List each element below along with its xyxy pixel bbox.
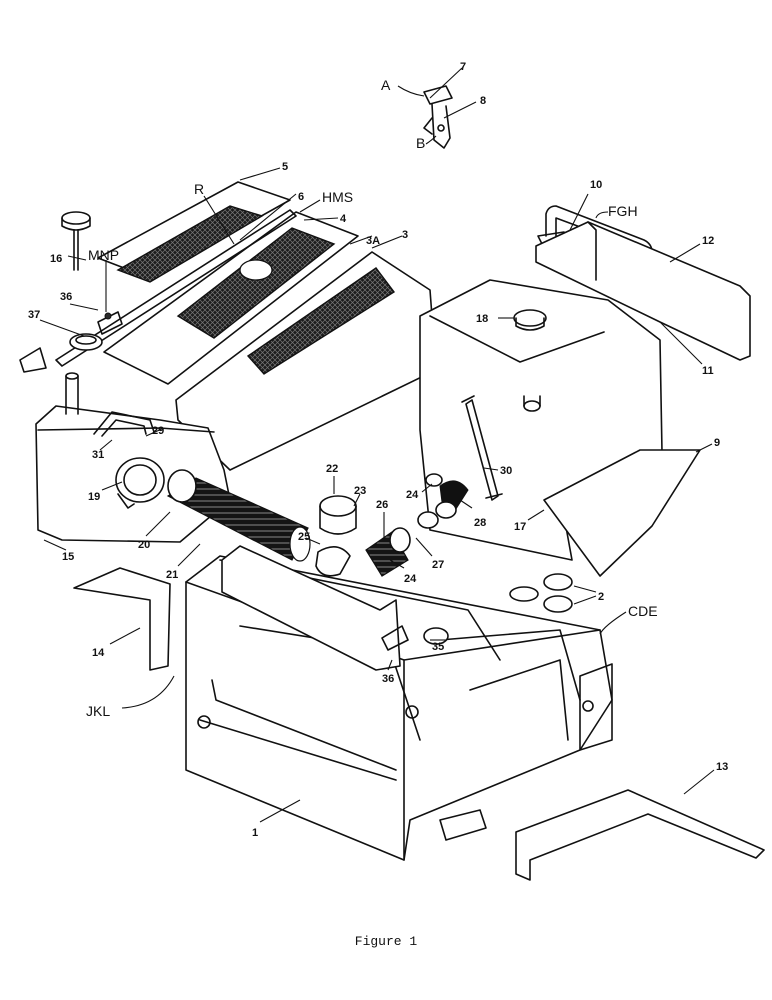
leader-lines [39, 67, 715, 823]
filter-22 [315, 495, 357, 577]
right-tank-17 [419, 279, 663, 561]
callout-12: 12 [702, 235, 714, 247]
top-panel-4 [103, 211, 359, 385]
callout-B: B [416, 135, 425, 151]
callout-FGH: FGH [608, 203, 638, 219]
callout-14: 14 [92, 647, 105, 659]
callout-HMS: HMS [322, 189, 353, 205]
callout-8: 8 [480, 95, 486, 107]
callout-3: 3 [402, 229, 408, 241]
callout-26: 26 [376, 499, 388, 511]
callout-24-upper: 24 [406, 489, 419, 501]
callout-18: 18 [476, 313, 488, 325]
callout-JKL: JKL [86, 703, 110, 719]
top-panel-5 [97, 181, 291, 283]
callout-27: 27 [432, 559, 444, 571]
figure-caption: Figure 1 [354, 934, 418, 949]
callout-2: 2 [598, 591, 604, 603]
callout-24-lower: 24 [404, 573, 417, 585]
callout-36-top: 36 [60, 291, 72, 303]
callout-13: 13 [716, 761, 728, 773]
callout-3A: 3A [366, 235, 380, 247]
callout-30: 30 [500, 465, 512, 477]
callout-20: 20 [138, 539, 150, 551]
callout-MNP: MNP [88, 247, 119, 263]
callout-17: 17 [514, 521, 526, 533]
bracket-36-top [97, 311, 123, 335]
callout-22: 22 [326, 463, 338, 475]
callout-7: 7 [460, 61, 466, 73]
panel-13 [515, 789, 765, 881]
rings-2 [509, 573, 573, 613]
elbow-26 [365, 501, 457, 577]
clamp-19 [115, 457, 165, 509]
callout-23: 23 [354, 485, 366, 497]
callout-labels: A 7 8 B 5 R 6 HMS 4 3A 3 16 MNP 36 37 10… [28, 61, 728, 839]
callout-5: 5 [282, 161, 288, 173]
callout-31: 31 [92, 449, 104, 461]
callout-10: 10 [590, 179, 602, 191]
callout-35: 35 [432, 641, 444, 653]
wing-panel-9 [543, 449, 701, 577]
callout-CDE: CDE [628, 603, 658, 619]
callout-21: 21 [166, 569, 178, 581]
callout-36-frame: 36 [382, 673, 394, 685]
callout-4: 4 [340, 213, 347, 225]
callout-9: 9 [714, 437, 720, 449]
callout-A: A [381, 77, 391, 93]
cap-16 [61, 211, 91, 271]
callout-16: 16 [50, 253, 62, 265]
callout-19: 19 [88, 491, 100, 503]
callout-28: 28 [474, 517, 486, 529]
strainer-37 [69, 333, 103, 351]
bracket-31 [93, 411, 155, 437]
callout-37: 37 [28, 309, 40, 321]
strap-30 [461, 395, 503, 501]
side-panel-12 [535, 221, 751, 361]
callout-11: 11 [702, 365, 714, 377]
callout-6: 6 [298, 191, 304, 203]
rail-6 [19, 209, 297, 373]
wing-panel-14 [73, 567, 171, 671]
callout-1: 1 [252, 827, 258, 839]
callout-25: 25 [298, 531, 310, 543]
callout-29: 29 [152, 425, 164, 437]
clip-bracket [423, 85, 453, 149]
callout-R: R [194, 181, 204, 197]
hose-20 [166, 469, 311, 562]
callout-15: 15 [62, 551, 74, 563]
